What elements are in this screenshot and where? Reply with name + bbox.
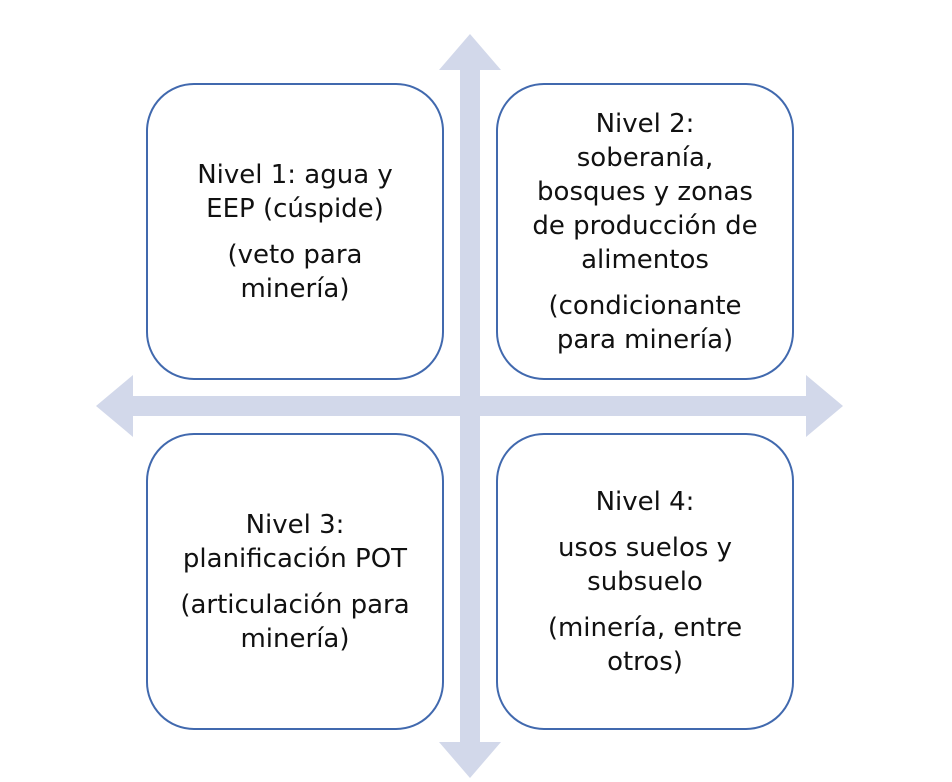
level-3-box: Nivel 3: planificación POT (articulación…: [146, 433, 444, 730]
level-4-subtitle: usos suelos y subsuelo: [557, 532, 733, 597]
horizontal-axis-arrow: [96, 375, 843, 437]
level-4-title: Nivel 4:: [595, 486, 695, 517]
level-1-box: Nivel 1: agua y EEP (cúspide) (veto para…: [146, 83, 444, 380]
level-3-title: Nivel 3: planificación POT: [182, 509, 408, 574]
level-2-box: Nivel 2: soberanía, bosques y zonas de p…: [496, 83, 794, 380]
level-4-box: Nivel 4: usos suelos y subsuelo (minería…: [496, 433, 794, 730]
level-2-note: (condicionante para minería): [548, 290, 742, 355]
level-4-note: (minería, entre otros): [547, 612, 743, 677]
level-2-title: Nivel 2: soberanía, bosques y zonas de p…: [532, 108, 758, 275]
level-1-title: Nivel 1: agua y EEP (cúspide): [197, 159, 393, 224]
level-3-note: (articulación para minería): [180, 589, 410, 654]
level-1-note: (veto para minería): [227, 239, 363, 304]
